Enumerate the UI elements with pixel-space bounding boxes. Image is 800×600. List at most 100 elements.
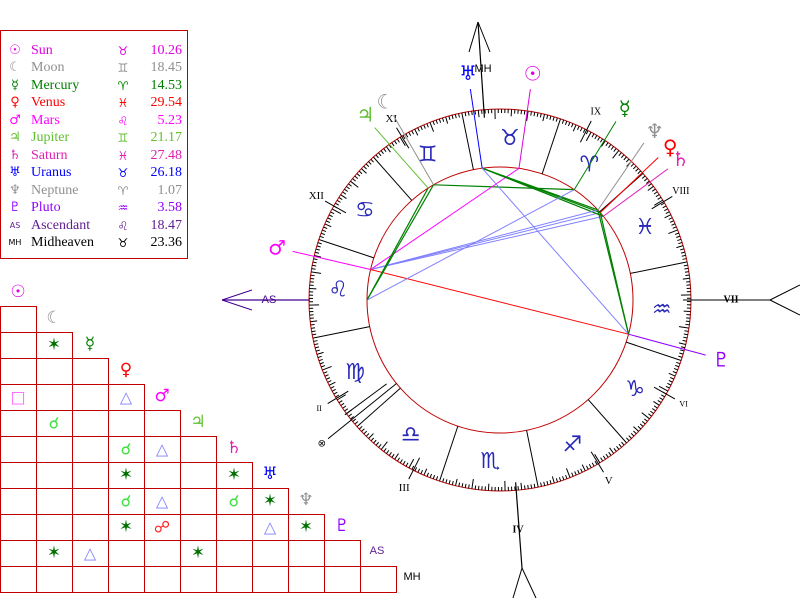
degree-tick [653, 191, 658, 195]
aspect-grid-cell [324, 540, 361, 567]
degree-tick [432, 120, 435, 126]
descendant-fork [769, 284, 800, 301]
degree-tick [539, 113, 542, 118]
aspect-grid-cell [72, 436, 109, 463]
degree-tick [546, 114, 549, 120]
degree-tick [655, 194, 660, 198]
sign-boundary [318, 239, 375, 259]
degree-tick [319, 235, 324, 239]
aspect-grid-cell [0, 358, 37, 385]
descendant-fork [769, 299, 800, 316]
degree-tick [594, 454, 601, 464]
degree-tick [546, 480, 549, 486]
degree-tick [523, 110, 526, 115]
degree-tick [653, 401, 660, 406]
degree-tick [405, 462, 409, 467]
jupiter-icon: ♃ [190, 412, 205, 432]
sign-boundary [526, 430, 539, 488]
degree-tick [683, 333, 688, 336]
zodiac-sign-icon: ♎ [401, 423, 421, 448]
square-icon: □ [10, 388, 25, 407]
degree-tick [682, 258, 687, 260]
degree-tick [458, 113, 460, 118]
aspect-grid-cell [252, 540, 289, 567]
degree-tick [348, 413, 353, 417]
degree-tick [594, 135, 598, 140]
degree-tick [375, 154, 379, 159]
zodiac-sign-icon: ♌ [328, 278, 348, 303]
degree-tick [680, 248, 685, 251]
degree-tick [468, 484, 470, 489]
degree-tick [445, 116, 449, 124]
degree-tick [599, 138, 603, 143]
degree-tick [338, 197, 343, 201]
sextile-aspect-line [481, 167, 604, 217]
conjunction-icon: ☌ [121, 492, 132, 511]
conjunction-icon: ☌ [229, 492, 240, 511]
pluto-icon: ♇ [9, 200, 21, 216]
degree-tick [324, 374, 329, 377]
degree-tick [654, 199, 664, 206]
legend-row-uranus: ♅Uranus♉26.18 [1, 164, 187, 182]
degree-tick [441, 117, 445, 122]
aspect-grid-cell [36, 358, 73, 385]
neptune-icon: ♆ [9, 182, 21, 198]
degree-tick [641, 420, 646, 425]
degree-tick [641, 175, 646, 179]
degree-tick [338, 400, 343, 404]
degree-tick [659, 397, 664, 401]
degree-tick [574, 471, 577, 476]
degree-tick [471, 478, 474, 489]
house-number: III [399, 482, 410, 494]
degree-tick [551, 476, 555, 484]
house-cusp [396, 127, 410, 149]
degree-tick [442, 478, 445, 483]
sign-boundary [372, 156, 413, 201]
degree-tick [391, 453, 395, 458]
pluto-icon: ♇ [334, 516, 349, 536]
degree-tick [402, 460, 406, 465]
degree-tick [327, 217, 332, 221]
degree-tick [361, 168, 367, 174]
degree-tick [354, 175, 359, 180]
legend-degree: 26.18 [150, 165, 183, 181]
degree-tick [621, 441, 625, 446]
legend-degree: 5.23 [157, 112, 183, 128]
jupiter-icon: ♃ [356, 103, 374, 127]
venus-icon: ♀ [120, 360, 132, 380]
degree-tick [328, 381, 336, 386]
degree-tick [342, 405, 347, 409]
aspect-grid-cell [144, 566, 181, 593]
degree-tick [613, 148, 617, 152]
zodiac-sign-icon: ♉ [500, 126, 520, 151]
grid-label-midheaven: MH [403, 571, 420, 583]
degree-tick [672, 226, 677, 229]
degree-tick [324, 223, 332, 228]
degree-tick [680, 346, 686, 349]
degree-tick [520, 482, 523, 490]
degree-tick [326, 377, 331, 380]
grid-label-ascendant: AS [370, 545, 385, 557]
trine-icon: △ [84, 544, 97, 563]
degree-tick [677, 238, 682, 242]
mercury-icon: ☿ [85, 334, 95, 354]
outer-circle [308, 108, 692, 492]
degree-tick [671, 223, 676, 226]
aspect-grid-cell [216, 566, 253, 593]
sign-icon: ♌ [117, 218, 129, 233]
degree-tick [405, 133, 409, 138]
degree-tick [426, 123, 429, 128]
degree-tick [388, 452, 392, 456]
degree-tick [678, 342, 686, 345]
degree-tick [591, 462, 595, 467]
aspect-grid-cell [288, 566, 325, 593]
degree-tick [526, 111, 529, 122]
sign-icon: ♌ [117, 113, 129, 128]
degree-tick [678, 355, 683, 358]
sextile-icon: ✶ [119, 465, 133, 485]
sextile-aspect-line [366, 187, 429, 301]
degree-tick [352, 418, 357, 422]
degree-tick [312, 264, 317, 267]
degree-tick [678, 241, 683, 245]
